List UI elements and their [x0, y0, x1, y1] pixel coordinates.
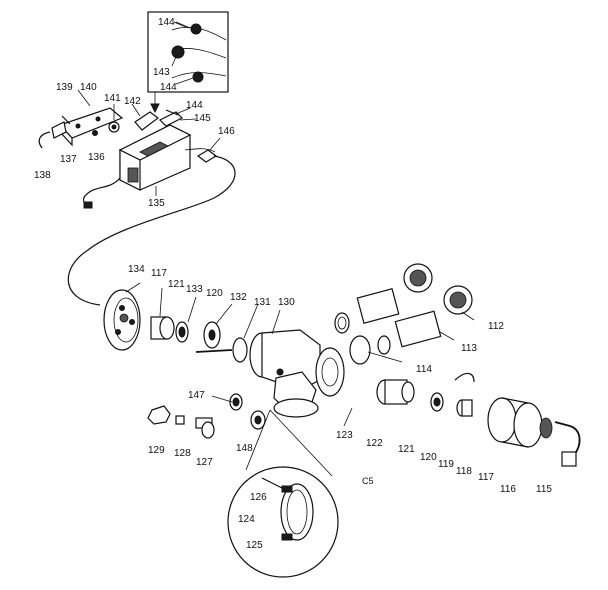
label-125: 125: [246, 540, 263, 551]
label-144-top: 144: [158, 17, 175, 28]
detail-box-top: [147, 11, 229, 114]
label-137-top: 137: [60, 154, 77, 165]
label-113: 113: [461, 343, 477, 354]
label-121-left: 121: [168, 279, 185, 290]
label-134: 134: [128, 264, 145, 275]
detail-part-144-top: [190, 23, 202, 35]
label-117-left: 117: [151, 268, 167, 279]
label-119: 119: [438, 459, 454, 470]
timer-assembly: [38, 107, 218, 209]
bushing-121-133: [150, 316, 189, 343]
label-120-left: 120: [206, 288, 223, 299]
label-131: 131: [254, 297, 271, 308]
label-148: 148: [236, 443, 253, 454]
label-132: 132: [230, 292, 247, 303]
label-144-body: 144: [186, 100, 203, 111]
label-126: 126: [250, 492, 267, 503]
label-128: 128: [174, 448, 191, 459]
label-122: 122: [366, 438, 383, 449]
label-114: 114: [416, 364, 432, 375]
tube-seal-group: [334, 263, 473, 365]
label-141: 141: [104, 93, 121, 104]
label-140: 140: [80, 82, 97, 93]
label-136: 136: [88, 152, 105, 163]
figure-code: C5: [362, 476, 374, 486]
label-144-box-bottom: 144: [160, 82, 177, 93]
detail-part-143: [171, 45, 185, 59]
end-cap-134: [103, 289, 141, 351]
right-assembly: [376, 372, 581, 467]
lower-fittings: [147, 393, 266, 439]
detail-part-144-bottom: [192, 71, 204, 83]
label-124: 124: [238, 514, 255, 525]
power-cord: [67, 155, 236, 306]
label-135: 135: [148, 198, 165, 209]
label-129: 129: [148, 445, 165, 456]
label-115: 115: [536, 484, 552, 495]
label-116: 116: [500, 484, 516, 495]
label-121-right: 121: [398, 444, 415, 455]
label-127: 127: [196, 457, 213, 468]
disc-120-132: [195, 321, 248, 363]
label-118: 118: [456, 466, 472, 477]
label-130: 130: [278, 297, 295, 308]
label-112: 112: [488, 321, 504, 332]
label-120-right: 120: [420, 452, 437, 463]
label-145: 145: [194, 113, 211, 124]
label-146: 146: [218, 126, 235, 137]
valve-body-130: [249, 329, 345, 418]
label-138: 138: [34, 170, 51, 181]
label-142: 142: [124, 96, 141, 107]
detail-circle-bottom: [227, 409, 339, 578]
part-labels: 144 143 144 139 140 141 142 144 145 146 …: [34, 17, 552, 551]
leader-lines: [77, 21, 475, 427]
label-147: 147: [188, 390, 205, 401]
label-139: 139: [56, 82, 73, 93]
label-133: 133: [186, 284, 203, 295]
label-143: 143: [153, 67, 170, 78]
label-117-right: 117: [478, 472, 494, 483]
label-123: 123: [336, 430, 353, 441]
